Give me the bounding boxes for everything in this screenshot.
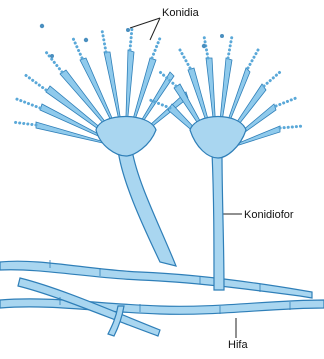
conidia-chain (72, 36, 82, 58)
conidia-chain (24, 74, 46, 90)
hifa-label: Hifa (228, 340, 248, 351)
conidium (220, 34, 224, 38)
konidia-label: Konidia (162, 8, 199, 19)
conidia-chain (152, 38, 160, 58)
conidia-chain (12, 122, 36, 125)
conidia-chain (276, 98, 296, 106)
konidiofor-label: Konidiofor (244, 210, 294, 221)
konidia-leader-left (130, 18, 160, 28)
conidia-chain (130, 28, 132, 50)
conidium (84, 38, 88, 42)
conidium (40, 24, 44, 28)
right-conidial-head (168, 58, 280, 158)
conidia-chain (14, 98, 40, 108)
conidium (50, 54, 54, 58)
conidia-chain (280, 126, 304, 128)
conidium (202, 44, 206, 48)
conidia-chain (228, 36, 232, 58)
conidia-chain (248, 50, 258, 68)
hyphae (0, 261, 324, 336)
conidia-chain (46, 52, 62, 72)
conidia-chain (180, 50, 190, 68)
left-conidial-head (36, 50, 188, 156)
left-conidiophore-stalk (118, 150, 176, 266)
conidia-chain (264, 72, 280, 86)
conidium (126, 28, 130, 32)
right-conidiophore-stalk (212, 152, 224, 290)
hypha-lower (0, 299, 324, 314)
left-vesicle (96, 117, 156, 157)
right-vesicle (190, 117, 246, 159)
conidia-chain (102, 30, 106, 52)
